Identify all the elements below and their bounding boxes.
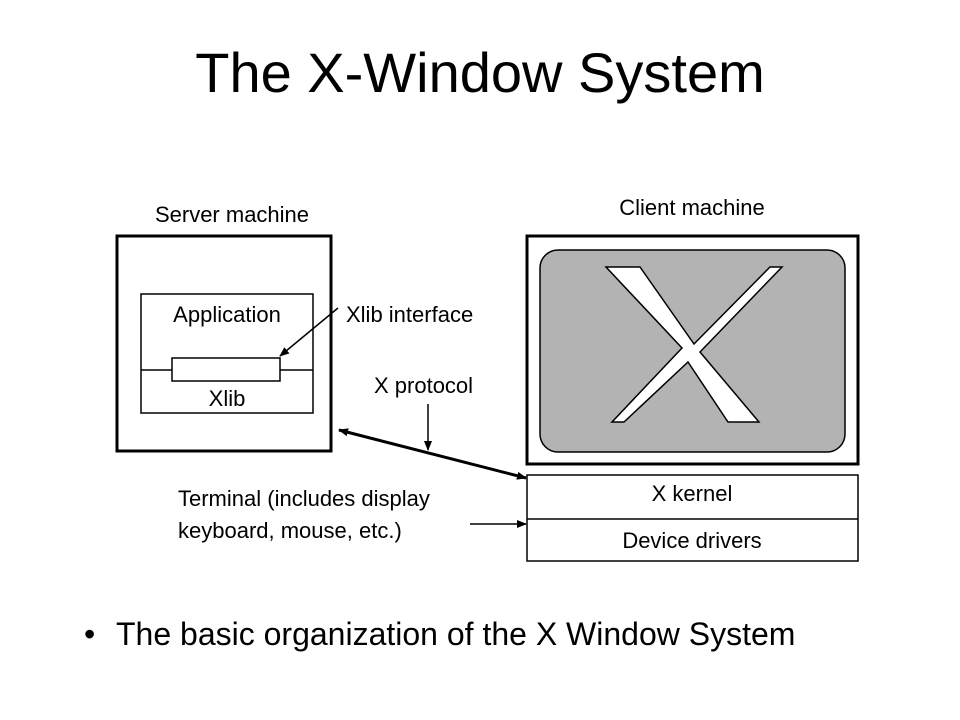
x-protocol-label: X protocol bbox=[374, 373, 473, 398]
x-protocol-connection-arrow bbox=[338, 428, 527, 480]
x-logo-icon bbox=[604, 266, 784, 423]
x-kernel-label: X kernel bbox=[652, 481, 733, 506]
terminal-label-line1: Terminal (includes display bbox=[178, 486, 430, 511]
server-machine-label: Server machine bbox=[155, 202, 309, 227]
client-machine-label: Client machine bbox=[619, 195, 765, 220]
application-label: Application bbox=[173, 302, 281, 327]
xlib-label: Xlib bbox=[209, 386, 246, 411]
caption-bullet: • The basic organization of the X Window … bbox=[84, 612, 944, 656]
terminal-label-line2: keyboard, mouse, etc.) bbox=[178, 518, 402, 543]
caption-text: The basic organization of the X Window S… bbox=[116, 616, 796, 652]
device-drivers-label: Device drivers bbox=[622, 528, 761, 553]
xlib-interface-arrow bbox=[279, 307, 339, 357]
slide-title: The X-Window System bbox=[195, 41, 765, 104]
kernel-drivers-box bbox=[526, 474, 859, 562]
xlib-interface-label: Xlib interface bbox=[346, 302, 473, 327]
bullet-marker: • bbox=[84, 616, 96, 652]
xlib-interface-bar bbox=[171, 357, 281, 382]
